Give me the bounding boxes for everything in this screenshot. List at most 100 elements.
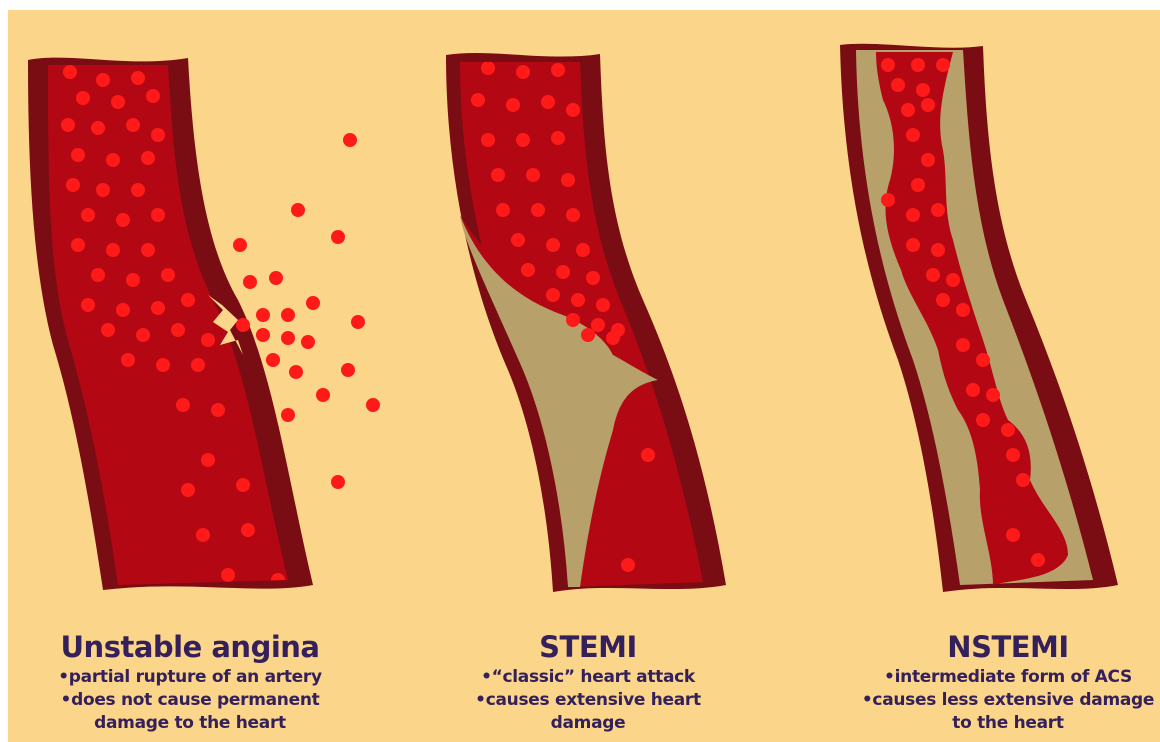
blood-cell <box>906 238 920 252</box>
blood-cell <box>931 243 945 257</box>
blood-cell <box>211 403 225 417</box>
blood-cell <box>936 293 950 307</box>
blood-cell <box>921 153 935 167</box>
blood-cell <box>256 308 270 322</box>
blood-cell <box>96 73 110 87</box>
blood-cell <box>956 303 970 317</box>
blood-cell <box>881 58 895 72</box>
blood-cell <box>331 230 345 244</box>
blood-cell <box>881 193 895 207</box>
blood-cell <box>521 263 535 277</box>
blood-cell <box>116 303 130 317</box>
blood-cell <box>136 328 150 342</box>
caption-line: •partial rupture of an artery <box>10 666 370 689</box>
blood-cell <box>906 208 920 222</box>
blood-cell <box>306 296 320 310</box>
blood-cell <box>911 178 925 192</box>
blood-cell <box>71 238 85 252</box>
panel-title: Unstable angina <box>10 630 370 664</box>
blood-cell <box>556 265 570 279</box>
blood-cell <box>641 448 655 462</box>
blood-cell <box>926 268 940 282</box>
blood-cell <box>931 203 945 217</box>
blood-cell <box>366 398 380 412</box>
blood-cell <box>63 65 77 79</box>
blood-cell <box>976 353 990 367</box>
caption-line: •intermediate form of ACS <box>828 666 1160 689</box>
blood-cell <box>233 238 247 252</box>
blood-cell <box>101 323 115 337</box>
blood-cell <box>111 95 125 109</box>
blood-cell <box>566 313 580 327</box>
blood-cell <box>91 121 105 135</box>
blood-cell <box>561 173 575 187</box>
blood-cell <box>71 148 85 162</box>
blood-cell <box>236 318 250 332</box>
blood-cell <box>576 243 590 257</box>
blood-cell <box>106 153 120 167</box>
blood-cell <box>196 528 210 542</box>
blood-cell <box>1031 553 1045 567</box>
blood-cell <box>131 71 145 85</box>
infographic: Unstable angina •partial rupture of an a… <box>8 10 1160 742</box>
blood-cell <box>266 353 280 367</box>
blood-cell <box>526 168 540 182</box>
blood-cell <box>91 268 105 282</box>
blood-cell <box>121 353 135 367</box>
blood-cell <box>586 271 600 285</box>
blood-cell <box>566 208 580 222</box>
caption-line: damage to the heart <box>10 712 370 735</box>
artery-clot-graphic <box>446 53 726 592</box>
blood-cell <box>606 331 620 345</box>
blood-cell <box>106 243 120 257</box>
blood-cell <box>911 58 925 72</box>
blood-cell <box>531 203 545 217</box>
caption-line: damage <box>408 712 768 735</box>
blood-cell <box>181 293 195 307</box>
panel-title: NSTEMI <box>828 630 1160 664</box>
blood-cell <box>566 103 580 117</box>
blood-cell <box>126 273 140 287</box>
blood-cell <box>146 89 160 103</box>
blood-cell <box>516 133 530 147</box>
blood-cell <box>496 203 510 217</box>
blood-cell <box>201 333 215 347</box>
blood-cell <box>176 398 190 412</box>
blood-cell <box>141 243 155 257</box>
blood-cell <box>236 478 250 492</box>
caption-nstemi: NSTEMI •intermediate form of ACS •causes… <box>828 630 1160 735</box>
blood-cell <box>966 383 980 397</box>
blood-cell <box>581 328 595 342</box>
caption-stemi: STEMI •“classic” heart attack •causes ex… <box>408 630 768 735</box>
caption-line: •does not cause permanent <box>10 689 370 712</box>
blood-cell <box>281 331 295 345</box>
blood-cell <box>976 413 990 427</box>
blood-cell <box>351 315 365 329</box>
blood-cell <box>1006 528 1020 542</box>
blood-cell <box>591 318 605 332</box>
blood-cell <box>891 78 905 92</box>
caption-line: •causes extensive heart <box>408 689 768 712</box>
caption-line: •“classic” heart attack <box>408 666 768 689</box>
blood-cell <box>201 453 215 467</box>
blood-cell <box>471 93 485 107</box>
caption-unstable-angina: Unstable angina •partial rupture of an a… <box>10 630 370 735</box>
blood-cell <box>551 63 565 77</box>
blood-cell <box>491 168 505 182</box>
blood-cell <box>301 335 315 349</box>
blood-cell <box>1006 448 1020 462</box>
blood-cell <box>916 83 930 97</box>
blood-cell <box>181 483 195 497</box>
blood-cell <box>946 273 960 287</box>
artery-ruptured-graphic <box>28 58 380 590</box>
blood-cell <box>921 98 935 112</box>
blood-cell <box>541 95 555 109</box>
blood-cell <box>331 475 345 489</box>
blood-cell <box>1001 423 1015 437</box>
blood-cell <box>161 268 175 282</box>
blood-cell <box>191 358 205 372</box>
artery-illustrations <box>8 10 1160 630</box>
blood-cell <box>61 118 75 132</box>
blood-cell <box>131 183 145 197</box>
blood-cell <box>156 358 170 372</box>
